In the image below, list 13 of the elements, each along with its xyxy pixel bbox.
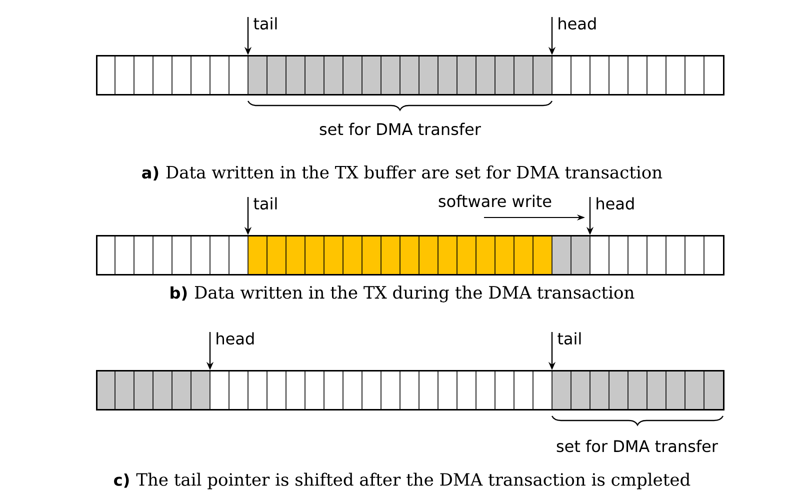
pointer-label: head [558,17,596,30]
buffer-drawing [96,234,724,276]
pointer-label: head [216,332,254,345]
caption: Data written in the TX buffer are set for DMA transaction [166,165,662,179]
caption: The tail pointer is shifted after the DMA transaction is cmpleted [136,472,690,490]
buffer-drawing [96,370,724,410]
panel-letter: a) [142,166,158,180]
buffer-drawing [96,54,724,96]
pointer-label: tail [558,332,581,345]
pointer-label: head [596,197,634,210]
pointer-label: tail [254,17,277,30]
pointer-label: tail [254,197,277,210]
panel-letter: c) [114,474,129,488]
